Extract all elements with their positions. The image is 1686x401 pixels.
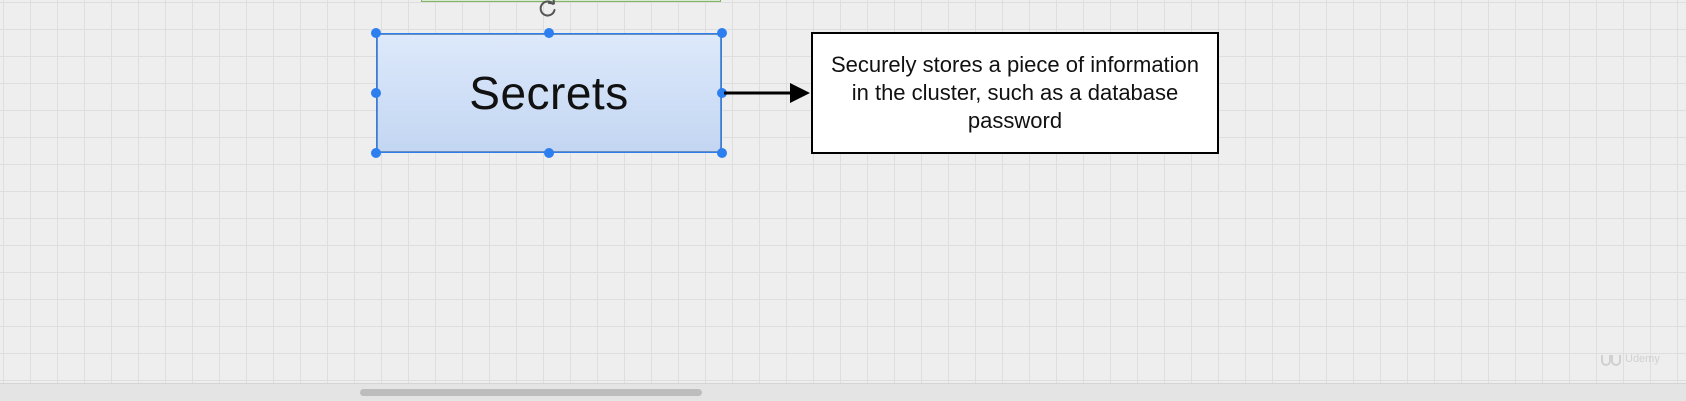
- description-text: Securely stores a piece of information i…: [830, 52, 1200, 133]
- rotate-icon[interactable]: [537, 0, 559, 19]
- connector-arrow[interactable]: [722, 78, 812, 108]
- resize-handle-top-left[interactable]: [371, 28, 381, 38]
- previous-shape[interactable]: [421, 0, 721, 2]
- resize-handle-bottom-left[interactable]: [371, 148, 381, 158]
- diagram-canvas[interactable]: Secrets Securely stores a piece of infor…: [0, 0, 1686, 383]
- udemy-watermark: Udemy: [1600, 349, 1680, 369]
- resize-handle-bottom-right[interactable]: [717, 148, 727, 158]
- scrollbar-thumb[interactable]: [360, 389, 702, 396]
- description-box[interactable]: Securely stores a piece of information i…: [811, 32, 1219, 154]
- watermark-text: Udemy: [1625, 353, 1660, 365]
- secrets-label: Secrets: [469, 67, 629, 119]
- horizontal-scrollbar[interactable]: [0, 383, 1686, 401]
- resize-handle-top-right[interactable]: [717, 28, 727, 38]
- secrets-shape[interactable]: Secrets: [376, 33, 722, 153]
- resize-handle-bottom[interactable]: [544, 148, 554, 158]
- resize-handle-left[interactable]: [371, 88, 381, 98]
- resize-handle-right[interactable]: [717, 88, 727, 98]
- resize-handle-top[interactable]: [544, 28, 554, 38]
- udemy-logo-icon: [1601, 355, 1621, 366]
